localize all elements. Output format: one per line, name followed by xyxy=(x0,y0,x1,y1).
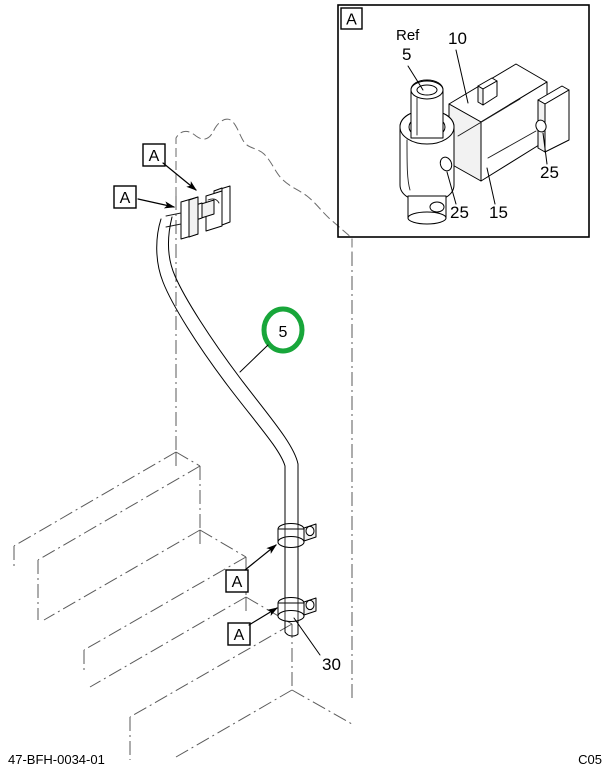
step-structure xyxy=(13,451,353,760)
upper-tube-clamp xyxy=(277,523,317,548)
footer-page-code: C05 xyxy=(578,752,602,767)
callout-lower-upper[interactable]: A xyxy=(225,544,277,593)
cab-body-outline xyxy=(175,118,353,700)
callout-lower-lower-letter: A xyxy=(234,627,245,644)
lower-tube-clamp xyxy=(277,597,317,622)
label-bracket-arm-10: 10 xyxy=(448,29,467,48)
footer: 47-BFH-0034-01 C05 xyxy=(8,752,602,767)
highlight-number: 5 xyxy=(279,324,288,341)
label-fastener-left-25: 25 xyxy=(450,203,469,222)
handrail-tube xyxy=(156,216,299,637)
callout-upper-right[interactable]: A xyxy=(142,143,197,191)
label-ref-text: Ref xyxy=(396,27,420,44)
callout-upper-right-letter: A xyxy=(149,148,160,165)
callout-lower-upper-letter: A xyxy=(232,574,243,591)
detail-bracket-assembly xyxy=(399,63,570,225)
detail-view-letter: A xyxy=(346,12,357,29)
label-fastener-right-25: 25 xyxy=(540,163,559,182)
detail-view-frame: A xyxy=(337,4,590,238)
callout-upper-left-letter: A xyxy=(120,190,131,207)
detail-labels: Ref 5 10 15 25 25 xyxy=(396,27,559,222)
highlight-callout-5[interactable]: 5 xyxy=(239,306,305,373)
label-ref-number-5: 5 xyxy=(402,45,411,64)
label-lower-clamp-30: 30 xyxy=(322,655,341,674)
label-30-group: 30 xyxy=(293,617,341,674)
callout-upper-left[interactable]: A xyxy=(113,185,176,209)
upper-bracket-assembly xyxy=(165,185,231,240)
footer-drawing-number: 47-BFH-0034-01 xyxy=(8,752,105,767)
callout-lower-lower[interactable]: A xyxy=(227,607,279,646)
label-socket-body-15: 15 xyxy=(489,203,508,222)
